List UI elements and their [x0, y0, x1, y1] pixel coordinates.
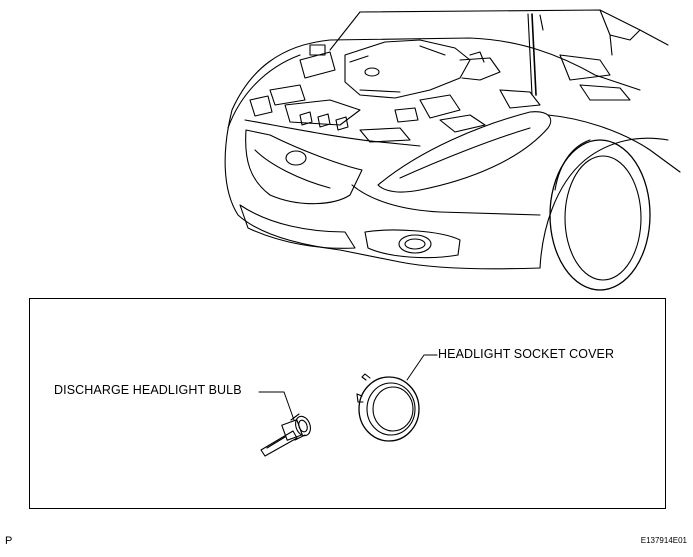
front-wheel — [549, 139, 651, 291]
engine-bay-outline — [231, 37, 641, 111]
figure-id: E137914E01 — [640, 536, 687, 545]
hood-support-rod — [531, 13, 537, 96]
raised-hood — [359, 9, 669, 46]
headlight — [377, 111, 552, 193]
lower-grille — [239, 204, 356, 249]
engine-cover — [344, 39, 471, 99]
detail-frame — [29, 298, 666, 509]
cover-leader-line — [406, 354, 438, 381]
bulb-label: DISCHARGE HEADLIGHT BULB — [54, 383, 242, 397]
front-fender — [547, 114, 681, 173]
headlight-socket-cover-drawing — [356, 373, 420, 442]
discharge-headlight-bulb-drawing — [260, 413, 311, 457]
vehicle-front-illustration — [224, 9, 681, 291]
bulb-leader-line — [258, 391, 295, 421]
front-bumper — [224, 109, 541, 270]
detail-drawings — [258, 354, 438, 457]
fog-lamp — [364, 229, 461, 259]
socket-cover-label: HEADLIGHT SOCKET COVER — [438, 347, 615, 361]
page-letter: P — [5, 535, 13, 547]
